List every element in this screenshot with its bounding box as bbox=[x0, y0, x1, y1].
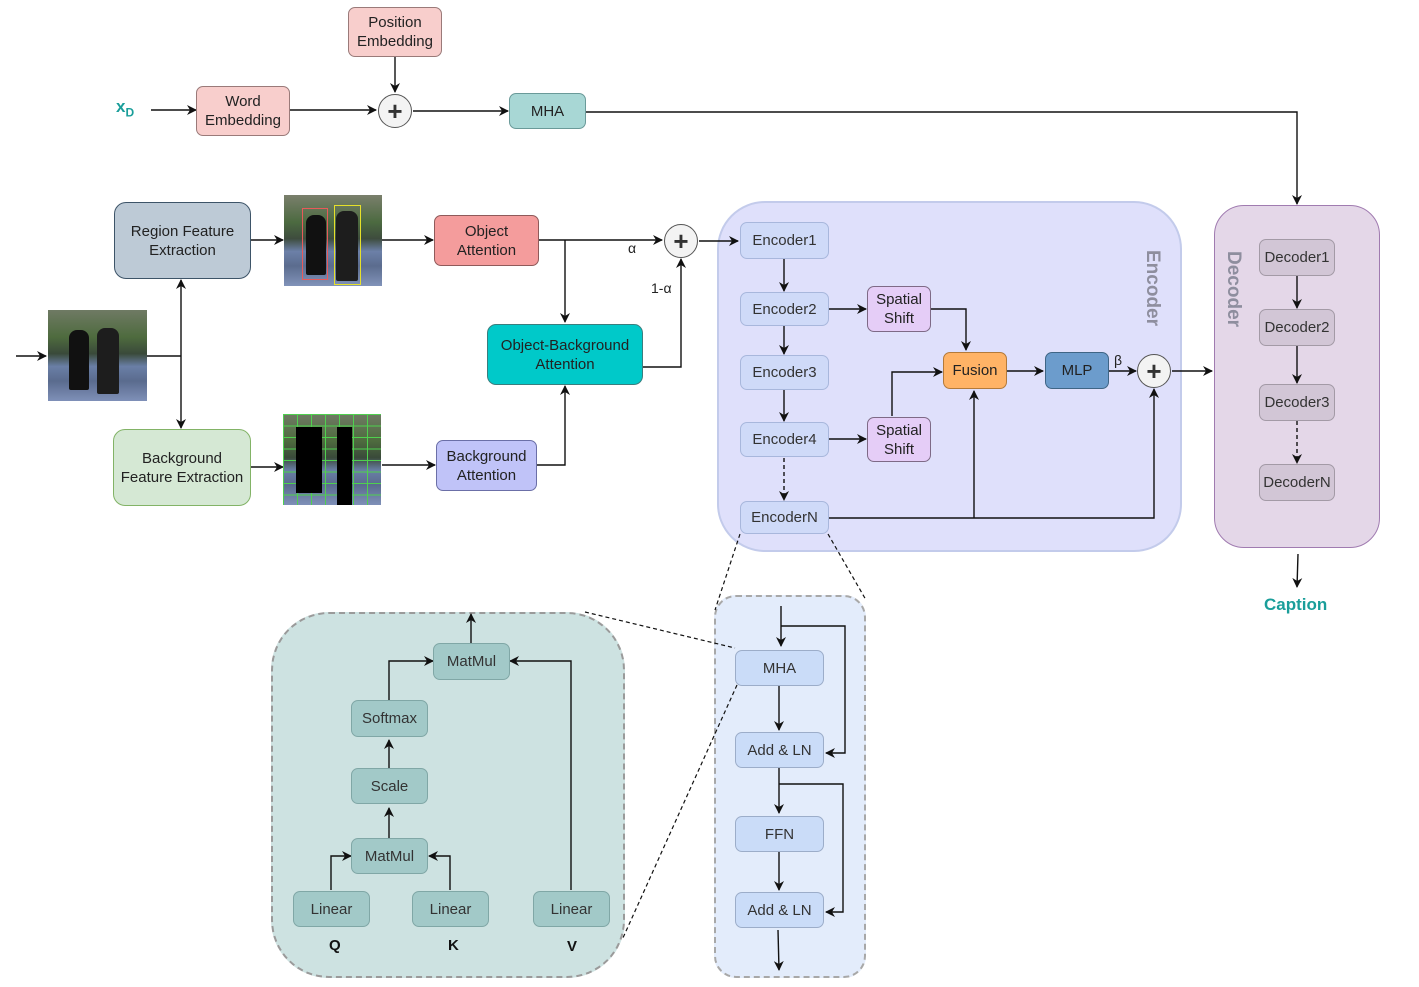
arrow-mha-to-decoder bbox=[585, 111, 1302, 205]
encoder-block-n[interactable]: EncoderN bbox=[740, 501, 829, 534]
layer-mha-box[interactable]: MHA bbox=[735, 650, 824, 686]
position-embedding-box[interactable]: Position Embedding bbox=[348, 7, 442, 57]
decoder-block-2[interactable]: Decoder2 bbox=[1259, 309, 1335, 346]
key-label: K bbox=[448, 937, 459, 954]
one-minus-alpha-label: 1-α bbox=[651, 280, 672, 296]
encoder-block-4[interactable]: Encoder4 bbox=[740, 422, 829, 457]
value-label: V bbox=[567, 938, 578, 955]
fusion-box[interactable]: Fusion bbox=[943, 352, 1007, 389]
spatial-shift-box-2[interactable]: Spatial Shift bbox=[867, 417, 931, 462]
add-operator-attention: + bbox=[664, 224, 698, 258]
softmax-box[interactable]: Softmax bbox=[351, 700, 428, 737]
decoder-block-1[interactable]: Decoder1 bbox=[1259, 239, 1335, 276]
linear-v-box[interactable]: Linear bbox=[533, 891, 610, 927]
ffn-box[interactable]: FFN bbox=[735, 816, 824, 852]
masked-object bbox=[296, 427, 322, 493]
mlp-box[interactable]: MLP bbox=[1045, 352, 1109, 389]
person-silhouette bbox=[97, 328, 119, 394]
scale-box[interactable]: Scale bbox=[351, 768, 428, 804]
object-background-attention-box[interactable]: Object-Background Attention bbox=[487, 324, 643, 385]
encoder-title: Encoder bbox=[1142, 250, 1163, 327]
matmul-top-box[interactable]: MatMul bbox=[433, 643, 510, 680]
decoder-block-3[interactable]: Decoder3 bbox=[1259, 384, 1335, 421]
add-ln-box-1[interactable]: Add & LN bbox=[735, 732, 824, 768]
person-silhouette bbox=[306, 215, 326, 275]
add-operator-encoder: + bbox=[1137, 354, 1171, 388]
input-image bbox=[48, 310, 147, 401]
encoder-block-1[interactable]: Encoder1 bbox=[740, 222, 829, 259]
region-feature-extraction-box[interactable]: Region Feature Extraction bbox=[114, 202, 251, 279]
arrow-one-minus-alpha bbox=[642, 258, 686, 368]
background-attention-box[interactable]: Background Attention bbox=[436, 440, 537, 491]
caption-output-label: Caption bbox=[1264, 595, 1328, 614]
mha-box[interactable]: MHA bbox=[509, 93, 586, 129]
decoder-block-n[interactable]: DecoderN bbox=[1259, 464, 1335, 501]
background-feature-extraction-box[interactable]: Background Feature Extraction bbox=[113, 429, 251, 506]
linear-q-box[interactable]: Linear bbox=[293, 891, 370, 927]
query-label: Q bbox=[329, 937, 341, 954]
beta-label: β bbox=[1114, 352, 1123, 368]
person-silhouette bbox=[69, 330, 89, 390]
word-embedding-box[interactable]: Word Embedding bbox=[196, 86, 290, 136]
linear-k-box[interactable]: Linear bbox=[412, 891, 489, 927]
encoder-block-2[interactable]: Encoder2 bbox=[740, 292, 829, 326]
matmul-bottom-box[interactable]: MatMul bbox=[351, 838, 428, 874]
bounding-box-red bbox=[302, 208, 328, 280]
add-ln-box-2[interactable]: Add & LN bbox=[735, 892, 824, 928]
input-token-xd: xD bbox=[116, 97, 135, 120]
region-detections-image bbox=[284, 195, 382, 286]
arrow-to-caption bbox=[1292, 553, 1303, 588]
spatial-shift-box-1[interactable]: Spatial Shift bbox=[867, 286, 931, 332]
person-silhouette bbox=[336, 211, 358, 281]
masked-object bbox=[337, 427, 352, 505]
encoder-block-3[interactable]: Encoder3 bbox=[740, 355, 829, 390]
add-operator-text: + bbox=[378, 94, 412, 128]
bounding-box-yellow bbox=[334, 205, 361, 285]
alpha-label: α bbox=[628, 240, 637, 256]
background-grid-image bbox=[283, 414, 381, 505]
decoder-title: Decoder bbox=[1223, 251, 1244, 328]
object-attention-box[interactable]: Object Attention bbox=[434, 215, 539, 266]
